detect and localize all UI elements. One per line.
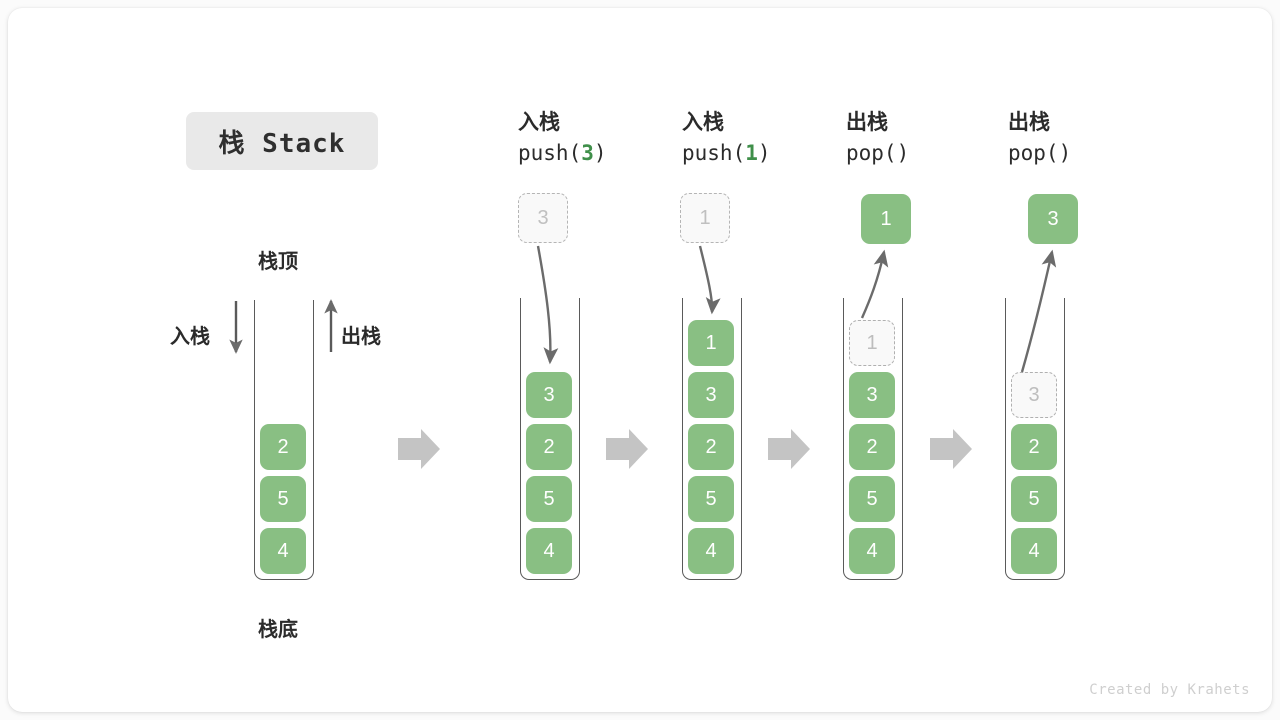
- push-direction-label: 入栈: [170, 326, 210, 348]
- stack-item: 4: [688, 528, 734, 574]
- credit-text: Created by Krahets: [1089, 682, 1250, 698]
- stack-after-pop-3: 3 2 5 4: [1005, 298, 1065, 580]
- op-code-arg: 3: [581, 141, 594, 166]
- stack-initial: 2 5 4: [254, 300, 314, 580]
- stack-top-label: 栈顶: [258, 251, 298, 273]
- floating-box-pop-3: 3: [1028, 194, 1078, 244]
- op-code-prefix: push(: [518, 141, 582, 166]
- stack-container-walls: [1005, 298, 1065, 580]
- stack-item: 5: [526, 476, 572, 522]
- stack-container-walls: [843, 298, 903, 580]
- stack-bottom-label: 栈底: [258, 619, 298, 641]
- op-code-suffix: ): [593, 141, 607, 166]
- stack-container-walls: [254, 300, 314, 580]
- floating-box-push-1: 1: [680, 193, 730, 243]
- stack-item: 5: [849, 476, 895, 522]
- stack-item: 5: [688, 476, 734, 522]
- floating-box-pop-1: 1: [861, 194, 911, 244]
- stack-item: 4: [260, 528, 306, 574]
- op-caption-push-3: 入栈 push(3): [518, 108, 607, 170]
- stack-item: 3: [526, 372, 572, 418]
- stack-item: 4: [1011, 528, 1057, 574]
- op-caption-code: push(3): [518, 141, 607, 165]
- op-code-suffix: ): [757, 141, 771, 166]
- stack-item: 2: [849, 424, 895, 470]
- op-caption-cn: 入栈: [518, 111, 560, 134]
- stack-container-walls: [682, 298, 742, 580]
- op-code-arg: 1: [745, 141, 758, 166]
- op-caption-code: push(1): [682, 141, 771, 165]
- stack-item: 4: [526, 528, 572, 574]
- stack-after-push-1: 1 3 2 5 4: [682, 298, 742, 580]
- stack-item-ghost: 1: [849, 320, 895, 366]
- stack-container-walls: [520, 298, 580, 580]
- pop-direction-label: 出栈: [341, 326, 381, 348]
- op-caption-push-1: 入栈 push(1): [682, 108, 771, 170]
- stack-item: 3: [688, 372, 734, 418]
- stack-item: 4: [849, 528, 895, 574]
- stack-item: 2: [526, 424, 572, 470]
- op-caption-cn: 出栈: [1008, 111, 1050, 134]
- op-code-suffix: ): [896, 141, 910, 166]
- stack-after-push-3: 3 2 5 4: [520, 298, 580, 580]
- op-caption-cn: 出栈: [846, 111, 888, 134]
- op-caption-code: pop(): [846, 141, 909, 165]
- op-code-suffix: ): [1058, 141, 1072, 166]
- stack-item: 5: [260, 476, 306, 522]
- op-code-prefix: push(: [682, 141, 746, 166]
- stack-item: 3: [849, 372, 895, 418]
- stack-item: 2: [1011, 424, 1057, 470]
- stack-item: 1: [688, 320, 734, 366]
- stack-item: 2: [688, 424, 734, 470]
- op-caption-pop-3: 出栈 pop(): [1008, 108, 1071, 170]
- stack-after-pop-1: 1 3 2 5 4: [843, 298, 903, 580]
- stack-item: 2: [260, 424, 306, 470]
- op-caption-pop-1: 出栈 pop(): [846, 108, 909, 170]
- floating-box-push-3: 3: [518, 193, 568, 243]
- op-code-prefix: pop(: [1008, 141, 1059, 166]
- stack-item-ghost: 3: [1011, 372, 1057, 418]
- stack-item: 5: [1011, 476, 1057, 522]
- op-code-prefix: pop(: [846, 141, 897, 166]
- op-caption-code: pop(): [1008, 141, 1071, 165]
- title-badge: 栈 Stack: [186, 112, 378, 170]
- op-caption-cn: 入栈: [682, 111, 724, 134]
